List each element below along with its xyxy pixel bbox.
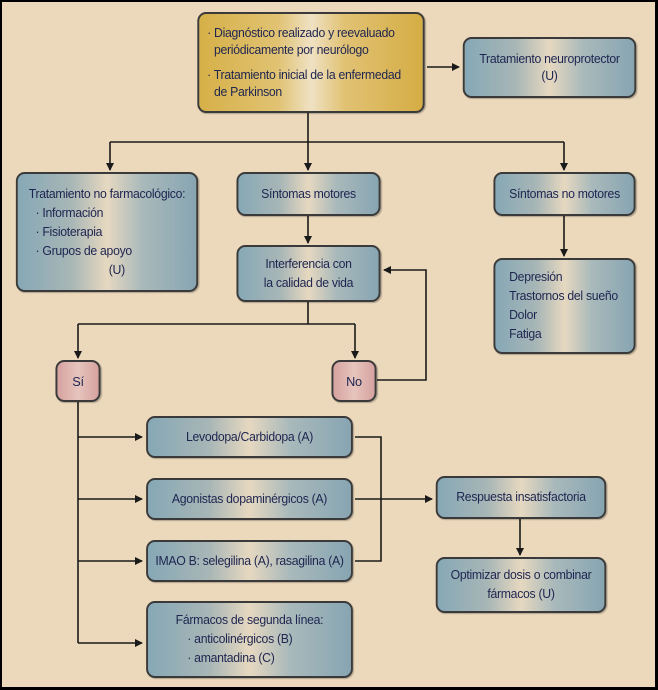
non-motor-item: Dolor [509, 308, 537, 322]
non-pharm-item: Información [18, 204, 196, 223]
second-line-item: amantadina (C) [148, 649, 351, 668]
non-motor-list-box: Depresión Trastornos del sueño Dolor Fat… [493, 258, 636, 354]
decision-yes-label: Sí [72, 373, 84, 389]
agonists-box: Agonistas dopaminérgicos (A) [146, 478, 353, 520]
decision-yes: Sí [55, 360, 101, 402]
neuroprotector-box: Tratamiento neuroprotector (U) [462, 37, 637, 98]
optimize-line: Optimizar dosis o combinar [450, 568, 592, 582]
neuroprotector-label: Tratamiento neuroprotector [479, 51, 620, 66]
initial-treatment-line: Tratamiento inicial de la enfermedad [207, 67, 415, 84]
second-line-title: Fármacos de segunda línea: [175, 613, 324, 627]
response-box: Respuesta insatisfactoria [435, 476, 607, 519]
non-pharm-item: Fisioterapia [18, 223, 196, 242]
interference-line: la calidad de vida [263, 275, 354, 290]
imao-box: IMAO B: selegilina (A), rasagilina (A) [146, 540, 353, 582]
diagnosis-item: Diagnóstico realizado y reevaluado perió… [207, 25, 415, 59]
interference-box: Interferencia con la calidad de vida [236, 245, 381, 302]
second-line-item: anticolinérgicos (B) [148, 630, 351, 649]
non-pharm-title: Tratamiento no farmacológico: [28, 186, 186, 201]
decision-no: No [331, 360, 377, 402]
motor-symptoms-box: Síntomas motores [236, 172, 381, 216]
interference-line: Interferencia con [265, 256, 352, 271]
diagnosis-line: periódicamente por neurólogo [213, 42, 369, 57]
neuroprotector-grade: (U) [541, 68, 558, 83]
imao-label: IMAO B: selegilina (A), rasagilina (A) [155, 553, 344, 568]
initial-treatment-item: Tratamiento inicial de la enfermedad de … [207, 67, 415, 101]
non-motor-symptoms-label: Síntomas no motores [509, 186, 620, 201]
non-motor-item: Fatiga [509, 327, 542, 341]
diagnosis-box: Diagnóstico realizado y reevaluado perió… [197, 12, 425, 113]
initial-treatment-line: de Parkinson [213, 84, 282, 99]
agonists-label: Agonistas dopaminérgicos (A) [171, 491, 328, 506]
second-line-box: Fármacos de segunda línea: anticolinérgi… [146, 601, 353, 678]
non-motor-symptoms-box: Síntomas no motores [493, 172, 636, 216]
motor-symptoms-label: Síntomas motores [261, 186, 356, 201]
decision-no-label: No [346, 373, 362, 389]
non-pharm-grade: (U) [108, 262, 125, 277]
non-pharm-item: Grupos de apoyo [18, 242, 196, 261]
non-pharm-box: Tratamiento no farmacológico: Informació… [15, 172, 199, 292]
optimize-line: fármacos (U) [487, 587, 555, 601]
non-motor-item: Depresión [509, 270, 563, 284]
non-motor-item: Trastornos del sueño [509, 289, 618, 303]
levodopa-box: Levodopa/Carbidopa (A) [146, 416, 353, 458]
arrow-no-loop [377, 266, 427, 381]
optimize-box: Optimizar dosis o combinar fármacos (U) [435, 557, 607, 613]
levodopa-label: Levodopa/Carbidopa (A) [185, 429, 314, 444]
response-label: Respuesta insatisfactoria [456, 490, 586, 504]
diagnosis-line: Diagnóstico realizado y reevaluado [207, 25, 415, 42]
